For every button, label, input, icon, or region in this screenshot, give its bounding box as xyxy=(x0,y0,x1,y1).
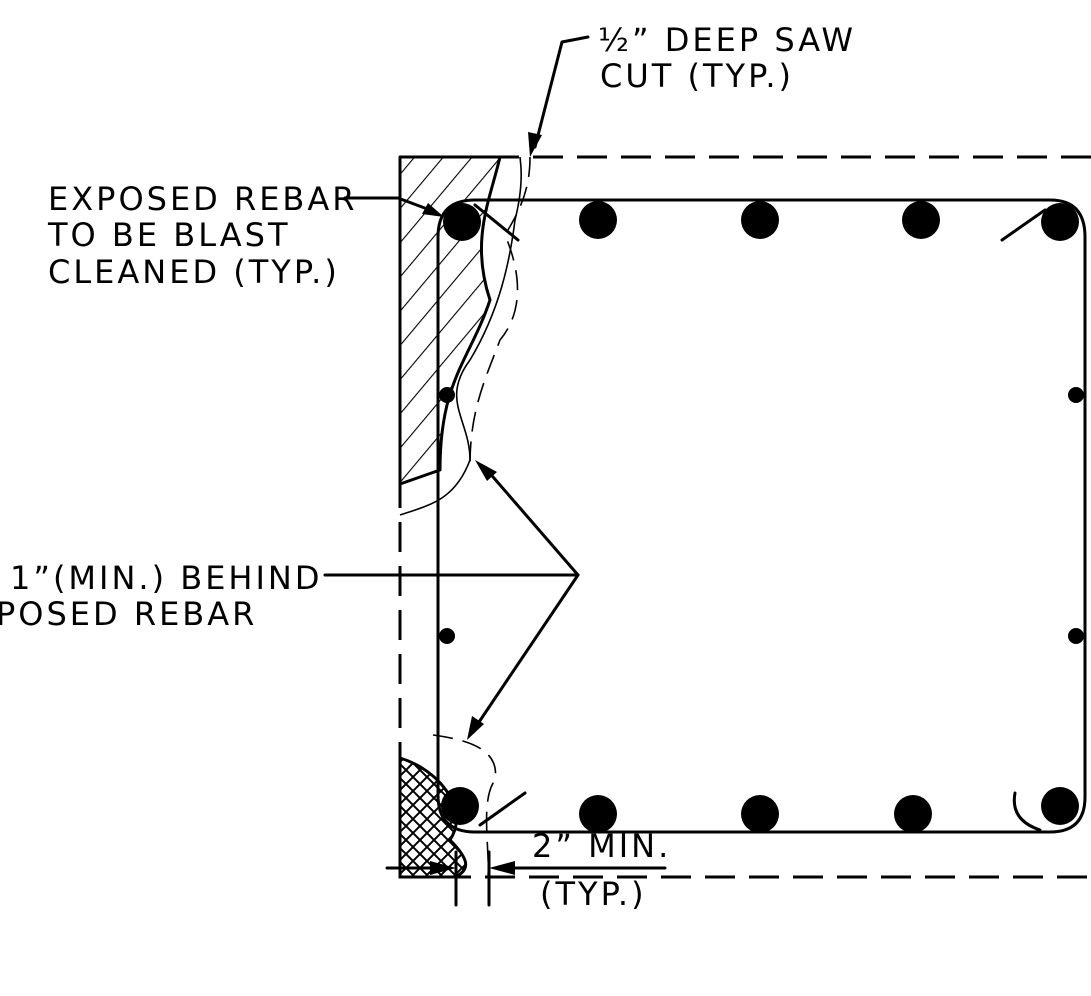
side-bar-right-2 xyxy=(1068,628,1084,644)
rebar-top-2 xyxy=(579,201,617,239)
concrete-outline xyxy=(398,155,1091,879)
dim-label-2: (TYP.) xyxy=(540,875,647,913)
saw-cut-leader xyxy=(533,35,590,149)
exposed-rebar-label-1: EXPOSED REBAR xyxy=(48,180,358,218)
rebar-bottom-2 xyxy=(579,795,617,833)
hook-bottom-left xyxy=(478,791,527,827)
hook-bottom-right xyxy=(1012,791,1042,832)
behind-rebar-label-1: 1”(MIN.) BEHIND xyxy=(10,559,322,597)
saw-cut-label-1: ½” DEEP SAW xyxy=(598,21,856,59)
exposed-rebar-arrowhead xyxy=(422,203,444,217)
behind-arrowhead-down xyxy=(467,716,484,740)
hook-top-right xyxy=(1000,208,1047,242)
dim-arrowhead-left xyxy=(430,861,456,875)
rebar-top-5 xyxy=(1041,203,1079,241)
side-bar-right-1 xyxy=(1068,387,1084,403)
exposed-rebar-leader xyxy=(343,196,432,212)
behind-rebar-leader-down xyxy=(473,573,580,730)
dim-arrowhead-right xyxy=(489,861,515,875)
rebar-top-3 xyxy=(741,201,779,239)
longitudinal-bars xyxy=(439,201,1084,833)
rebar-top-1 xyxy=(443,203,481,241)
exposed-rebar-label-3: CLEANED (TYP.) xyxy=(48,253,340,291)
rebar-top-4 xyxy=(902,201,940,239)
behind-rebar-label-2: POSED REBAR xyxy=(0,595,257,633)
side-bar-left-1 xyxy=(439,387,455,403)
rebar-bottom-4 xyxy=(894,795,932,833)
exposed-rebar-label-2: TO BE BLAST xyxy=(47,216,291,254)
saw-cut-arrowhead xyxy=(528,132,542,157)
saw-cut-label-2: CUT (TYP.) xyxy=(600,57,794,95)
removal-area-hatch xyxy=(398,155,502,486)
stirrup xyxy=(436,198,1087,834)
rebar-bottom-3 xyxy=(741,795,779,833)
removal-boundary xyxy=(399,156,523,516)
side-bar-left-2 xyxy=(439,628,455,644)
behind-rebar-leader-up xyxy=(485,468,580,577)
rebar-bottom-1 xyxy=(441,787,479,825)
removal-dashed-line-bottom xyxy=(432,734,497,878)
dim-label-1: 2” MIN. xyxy=(532,827,671,865)
rebar-bottom-5 xyxy=(1041,787,1079,825)
cross-hatch-patch xyxy=(398,756,468,879)
saw-cut-dashed-line xyxy=(469,156,531,470)
hook-top-left xyxy=(473,203,520,242)
behind-arrowhead-up xyxy=(475,460,497,481)
